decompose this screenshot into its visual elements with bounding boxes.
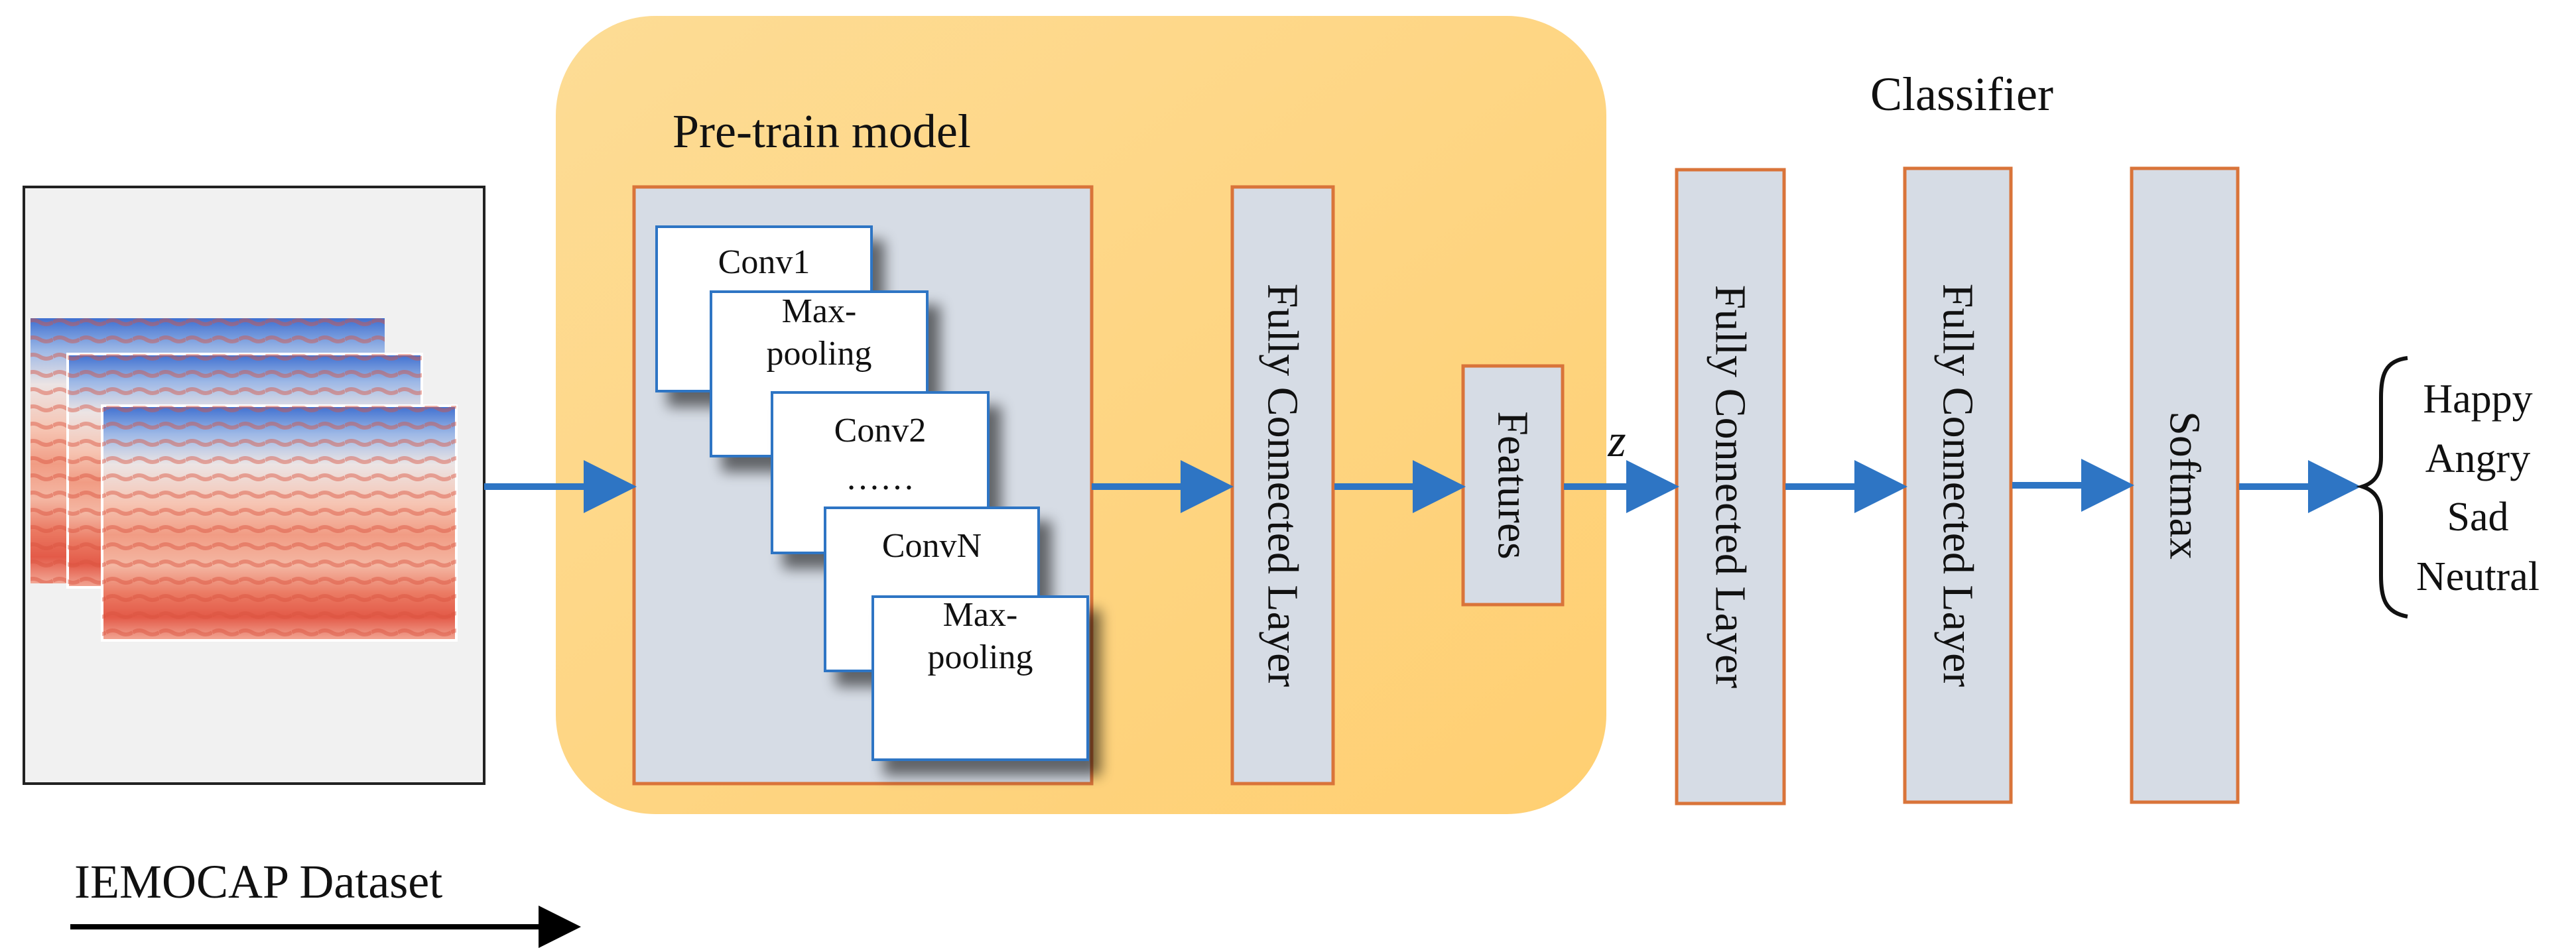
cnn-container: Conv1 Max- pooling Conv2 …… ConvN Max- p…: [632, 185, 1094, 786]
fc1-label: Fully Connected Layer: [1707, 285, 1755, 689]
softmax-label: Softmax: [2161, 411, 2209, 560]
output-classes: Happy Angry Sad Neutral: [2356, 356, 2540, 619]
dataset-panel: [23, 186, 485, 785]
maxpool1-label-line1: Max-: [782, 292, 857, 330]
spectrogram-image-3: [101, 404, 458, 642]
features-label: Features: [1489, 411, 1537, 560]
output-class-neutral: Neutral: [2416, 554, 2540, 599]
fc2-label: Fully Connected Layer: [1934, 284, 1982, 687]
conv1-label: Conv1: [718, 243, 810, 281]
features-box: Features: [1461, 364, 1565, 607]
conv-ellipsis: ……: [846, 459, 915, 497]
flow-arrows: [484, 459, 2361, 513]
conv2-label: Conv2: [834, 412, 927, 449]
output-brace: [2356, 356, 2408, 619]
output-class-angry: Angry: [2425, 436, 2530, 481]
maxpool2-label-line1: Max-: [943, 596, 1018, 634]
fc-pretrain-label: Fully Connected Layer: [1259, 284, 1307, 687]
classifier-title: Classifier: [1870, 68, 2053, 121]
maxpool1-label-line2: pooling: [767, 335, 872, 373]
softmax-box: Softmax: [2130, 166, 2240, 804]
fc2-box: Fully Connected Layer: [1903, 166, 2013, 804]
z-label: z: [1607, 416, 1626, 467]
convn-label: ConvN: [882, 527, 982, 565]
fc-pretrain-box: Fully Connected Layer: [1230, 185, 1335, 786]
fc1-box: Fully Connected Layer: [1675, 168, 1786, 805]
maxpool2-box: Max- pooling: [871, 595, 1089, 761]
maxpool2-label-line2: pooling: [928, 638, 1033, 676]
pretrain-title: Pre-train model: [673, 105, 971, 158]
output-class-sad: Sad: [2447, 495, 2509, 540]
output-class-happy: Happy: [2423, 377, 2532, 422]
dataset-label: IEMOCAP Dataset: [74, 855, 442, 908]
